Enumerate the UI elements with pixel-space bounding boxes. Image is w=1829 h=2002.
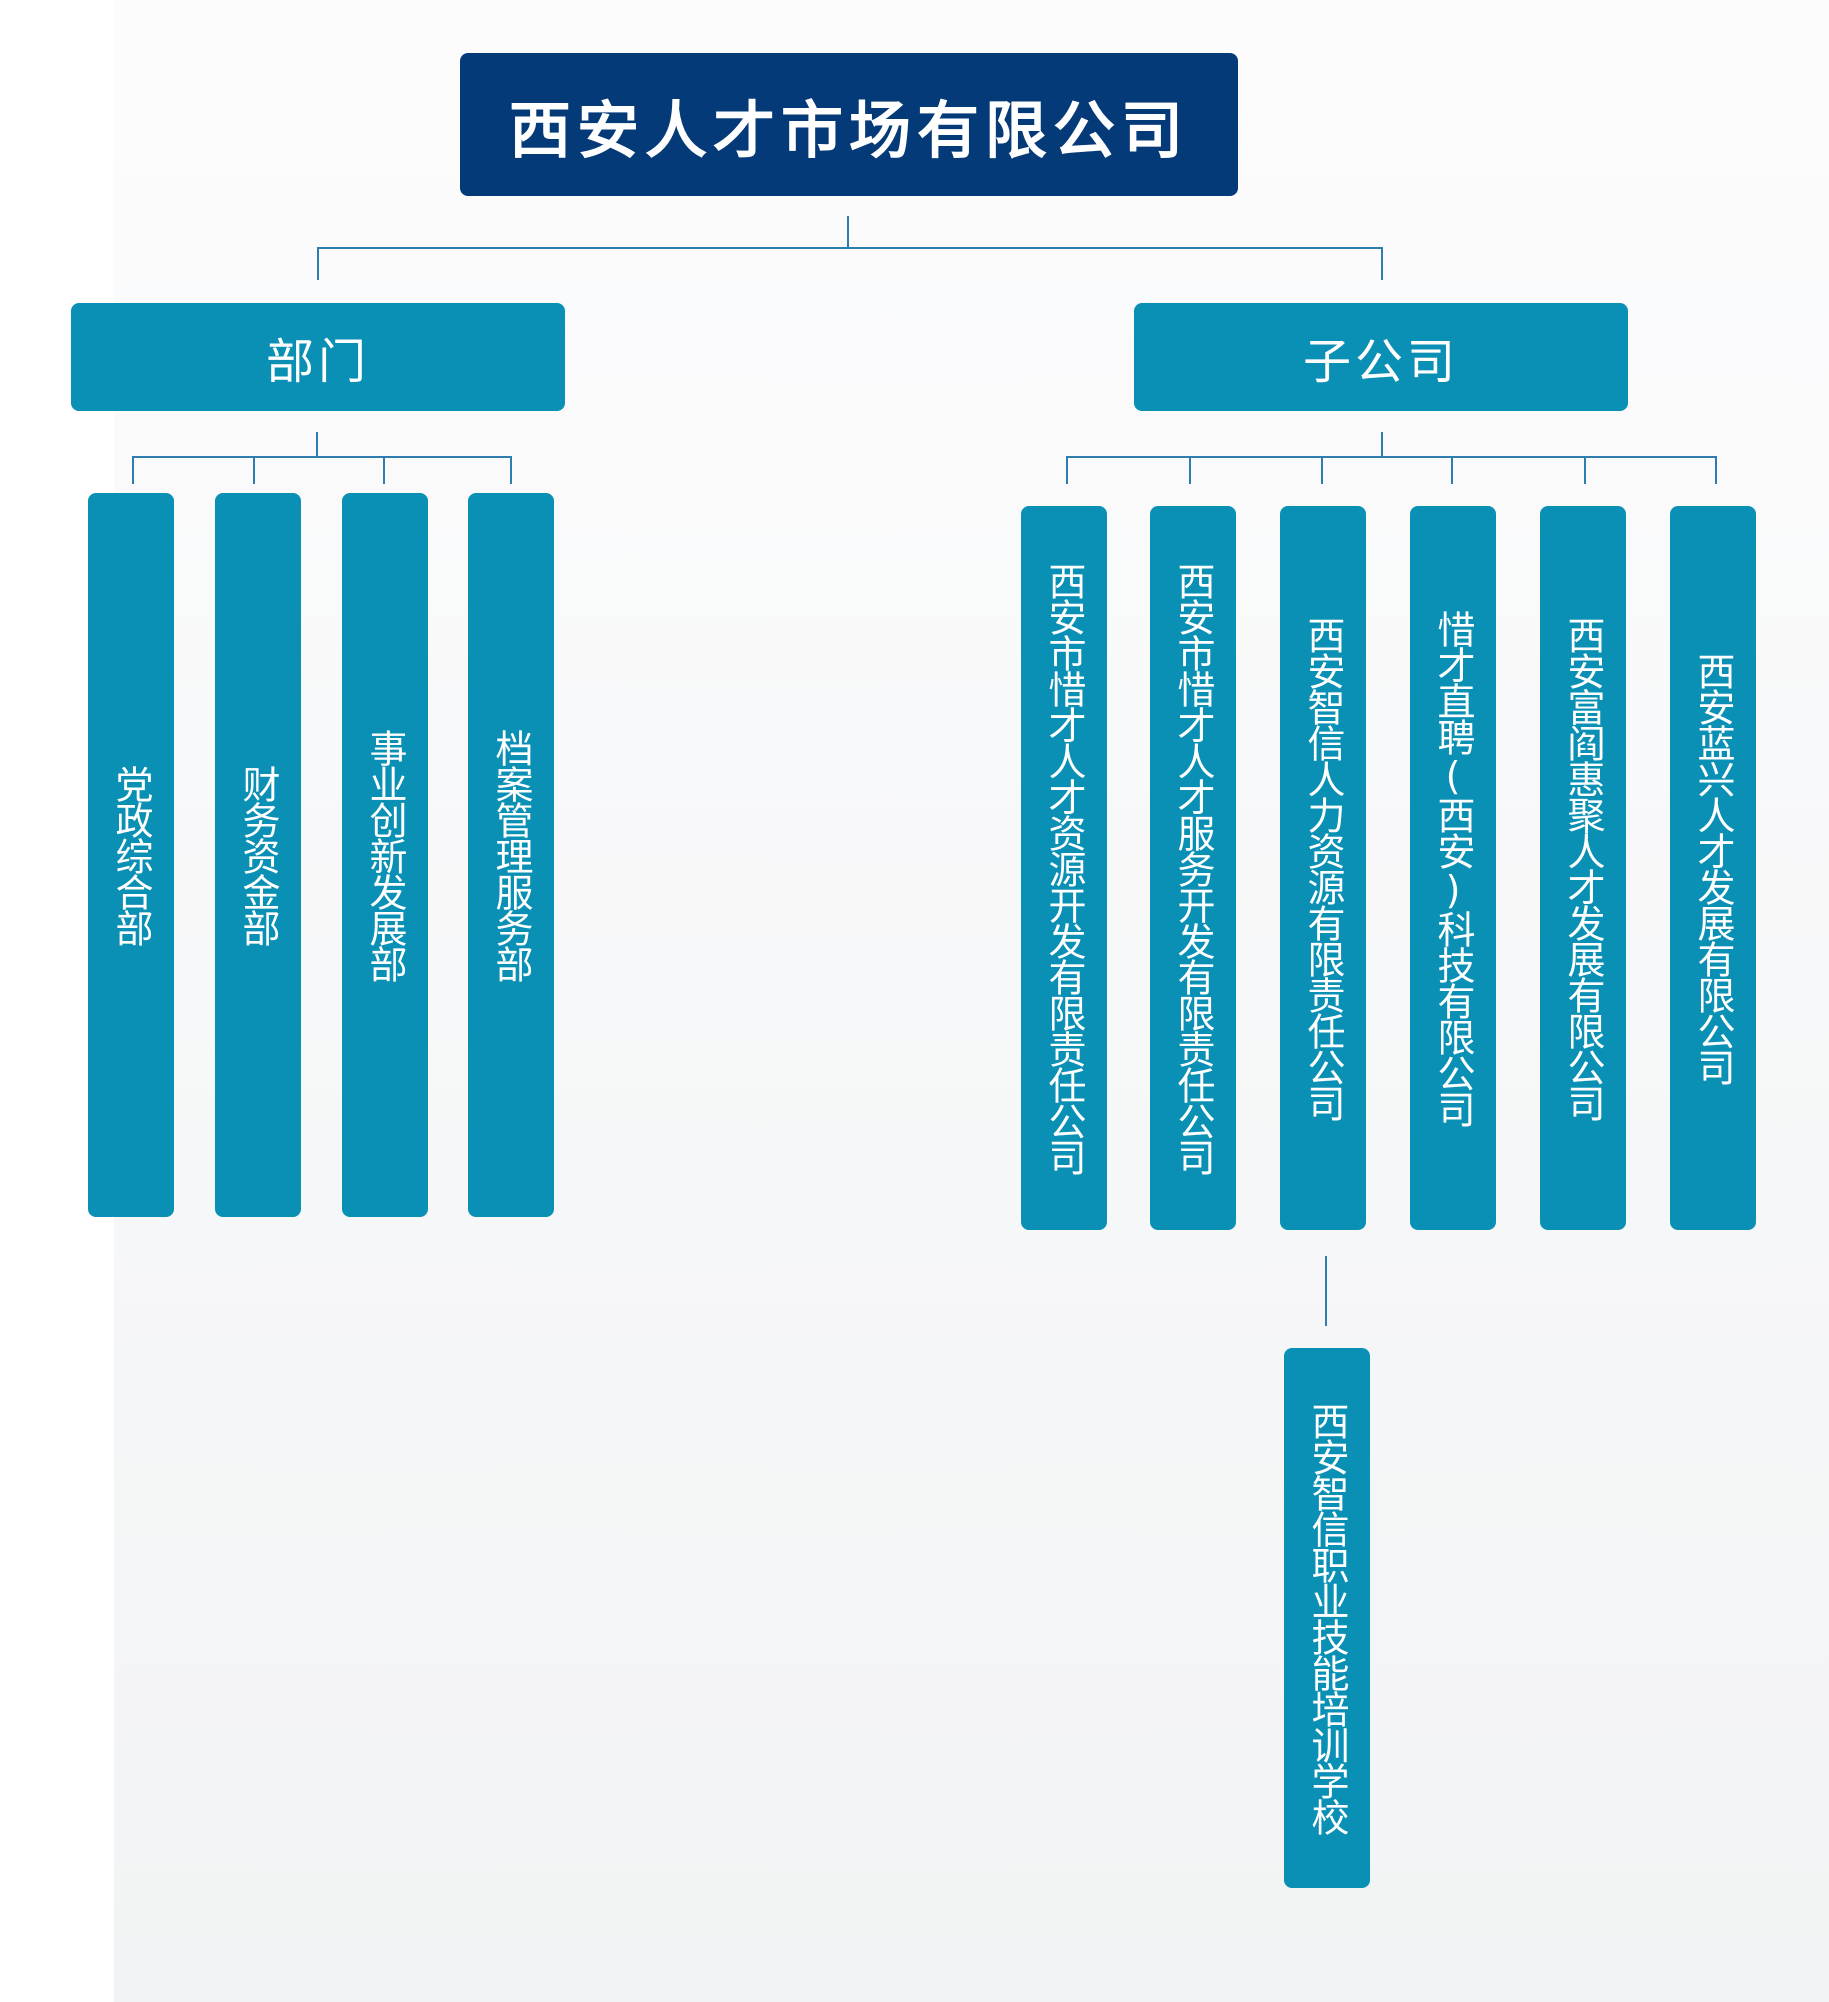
subsidiary-node: 惜才直聘(西安)科技有限公司 xyxy=(1410,506,1496,1230)
connector-zhixin-school xyxy=(1325,1256,1327,1326)
connector-dept-bar xyxy=(132,456,512,458)
connector-sub-4 xyxy=(1451,456,1453,484)
root-company-node: 西安人才市场有限公司 xyxy=(460,53,1238,196)
connector-to-dept xyxy=(317,247,319,280)
connector-dept-4 xyxy=(510,456,512,484)
connector-to-sub xyxy=(1381,247,1383,280)
department-node: 财务资金部 xyxy=(215,493,301,1217)
connector-root-down xyxy=(847,216,849,248)
subsidiary-node: 西安富阎惠聚人才发展有限公司 xyxy=(1540,506,1626,1230)
connector-dept-2 xyxy=(253,456,255,484)
connector-dept-down xyxy=(316,432,318,457)
connector-sub-1 xyxy=(1066,456,1068,484)
connector-dept-1 xyxy=(132,456,134,484)
departments-node: 部门 xyxy=(71,303,565,411)
connector-top-bar xyxy=(317,247,1383,249)
department-node: 事业创新发展部 xyxy=(342,493,428,1217)
subsidiaries-node: 子公司 xyxy=(1134,303,1628,411)
department-node: 党政综合部 xyxy=(88,493,174,1217)
department-node: 档案管理服务部 xyxy=(468,493,554,1217)
subsidiary-node: 西安蓝兴人才发展有限公司 xyxy=(1670,506,1756,1230)
subsidiary-node: 西安市惜才人才资源开发有限责任公司 xyxy=(1021,506,1107,1230)
subsidiary-node: 西安市惜才人才服务开发有限责任公司 xyxy=(1150,506,1236,1230)
connector-sub-3 xyxy=(1321,456,1323,484)
training-school-node: 西安智信职业技能培训学校 xyxy=(1284,1348,1370,1888)
connector-sub-6 xyxy=(1715,456,1717,484)
subsidiary-node: 西安智信人力资源有限责任公司 xyxy=(1280,506,1366,1230)
connector-sub-bar xyxy=(1066,456,1717,458)
connector-dept-3 xyxy=(383,456,385,484)
connector-sub-down xyxy=(1381,432,1383,457)
connector-sub-5 xyxy=(1584,456,1586,484)
connector-sub-2 xyxy=(1189,456,1191,484)
